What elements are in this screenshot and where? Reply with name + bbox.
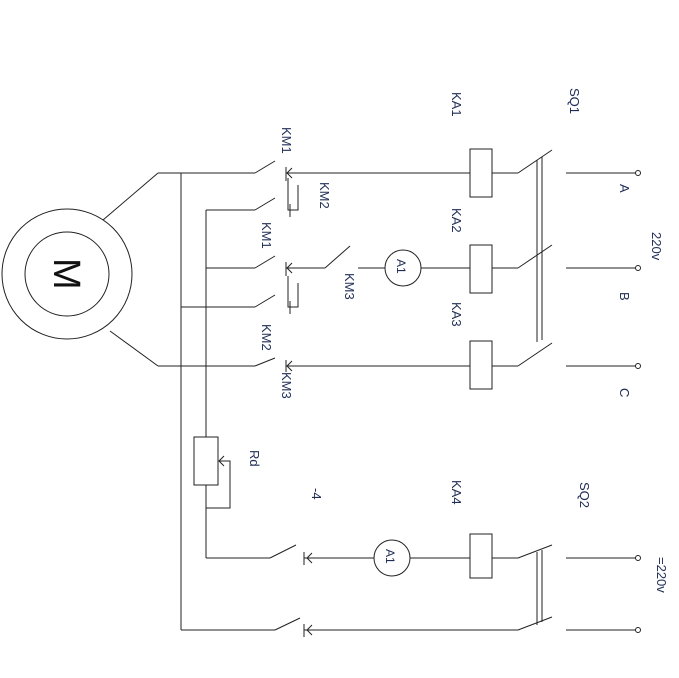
label-phase-b: B: [617, 292, 632, 301]
relay-ka3: [469, 340, 493, 390]
ammeter-upper: A1: [384, 249, 422, 287]
motor-lead-top: [102, 172, 159, 221]
switch-sq1: [517, 149, 638, 367]
rheostat-rd: [193, 436, 231, 558]
rheostat-body: [193, 436, 219, 486]
motor-label: M: [45, 258, 87, 290]
ammeter-upper-label: A1: [394, 259, 408, 274]
contacts: [181, 160, 518, 637]
label-km1-mid: KM1: [259, 222, 274, 249]
motor: M: [1, 208, 133, 340]
label-ka3: KA3: [449, 302, 464, 327]
motor-inner-circle: [24, 231, 110, 317]
label-km1-top: KM1: [279, 127, 294, 154]
label-ac-voltage: 220v: [649, 232, 664, 261]
label-sq1: SQ1: [567, 88, 582, 114]
label-ka1: KA1: [449, 92, 464, 117]
label-km2-low: KM2: [259, 324, 274, 351]
relay-ka2: [469, 244, 493, 294]
label-ka2: KA2: [449, 208, 464, 233]
switch-sq2: [517, 544, 638, 631]
label-km2-top: KM2: [317, 182, 332, 209]
label-rd: Rd: [247, 450, 262, 467]
terminals: [635, 170, 641, 633]
label-km3-mid: KM3: [342, 273, 357, 300]
label-ka4: KA4: [449, 480, 464, 505]
label-km3-low: KM3: [279, 372, 294, 399]
motor-lead-bottom: [109, 330, 159, 367]
label-phase-a: A: [617, 184, 632, 193]
label-minus4: -4: [309, 488, 324, 500]
relay-ka4: [469, 533, 493, 579]
relay-ka1: [469, 148, 493, 198]
ammeter-lower: A1: [373, 539, 411, 577]
ammeter-lower-label: A1: [383, 549, 397, 564]
label-phase-c: C: [617, 388, 632, 397]
label-dc-voltage: =220v: [654, 557, 669, 593]
label-sq2: SQ2: [577, 482, 592, 508]
